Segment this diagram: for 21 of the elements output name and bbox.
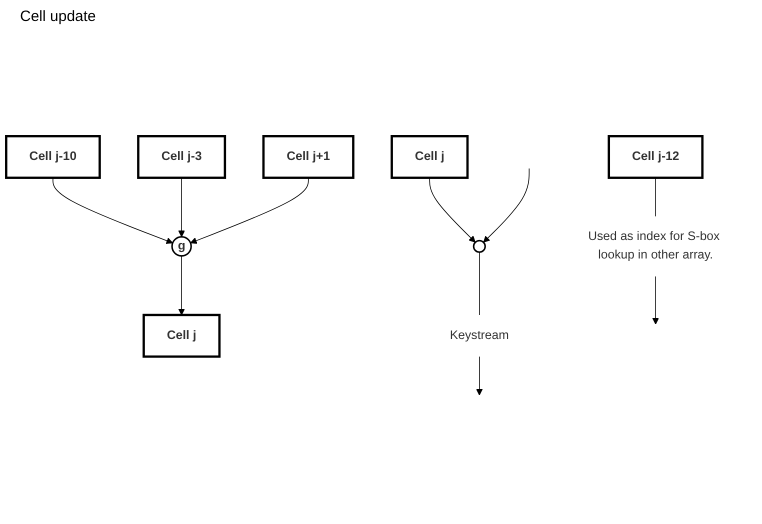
arrow <box>652 276 660 324</box>
node-box: Cell j-10 <box>5 134 101 179</box>
arrow <box>483 168 530 242</box>
node-box: Cell j+1 <box>262 134 354 179</box>
arrow <box>429 177 476 242</box>
node-circle: g <box>171 236 192 256</box>
node-box: Cell j <box>142 314 221 358</box>
arrow <box>476 356 483 396</box>
connector <box>655 177 656 216</box>
arrow <box>190 177 309 244</box>
node-text: Used as index for S-box lookup in other array. <box>588 230 720 262</box>
connector <box>479 252 480 316</box>
node-box: Cell j-3 <box>137 134 226 179</box>
node-box: Cell j-12 <box>608 134 704 179</box>
node-box: Cell j <box>390 134 469 179</box>
arrow <box>178 255 185 316</box>
arrow <box>178 177 185 237</box>
section-label: Cell update <box>20 8 97 25</box>
node-circle <box>472 240 486 253</box>
node-text: Keystream <box>450 328 509 342</box>
arrow <box>52 177 173 244</box>
